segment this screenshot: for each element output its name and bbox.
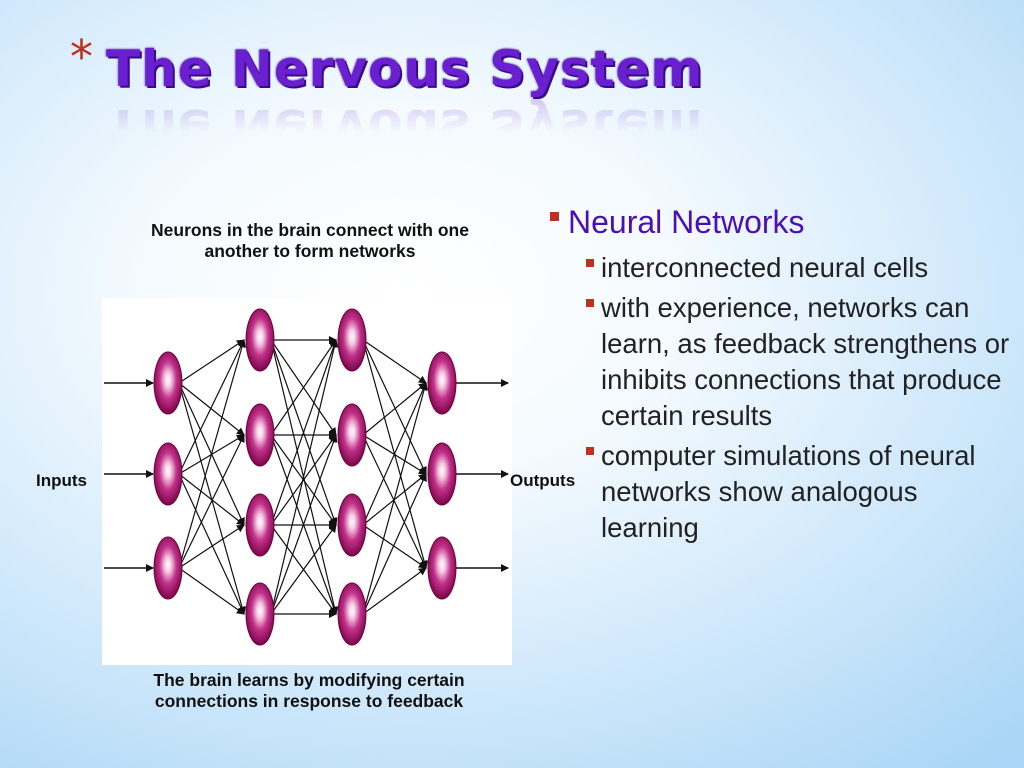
connection-arrow [362, 339, 427, 384]
neuron-node [337, 308, 367, 372]
connection-arrow [362, 434, 427, 569]
network-connections [104, 336, 509, 618]
square-bullet-icon [586, 259, 594, 267]
connection-arrow [362, 382, 429, 615]
square-bullet-icon [586, 447, 594, 455]
connection-arrow [178, 434, 245, 569]
inputs-label: Inputs [36, 471, 87, 490]
list-item: computer simulations of neural networks … [548, 438, 1018, 546]
inputs-arrow-icon [106, 472, 206, 488]
neuron-node [245, 308, 275, 372]
connection-arrow [270, 339, 337, 436]
connection-arrow [362, 524, 427, 569]
neuron-node [153, 536, 183, 600]
neuron-node [337, 403, 367, 467]
connection-arrow [270, 339, 338, 526]
neuron-node [153, 442, 183, 506]
network-neurons [153, 308, 457, 646]
connection-arrow [178, 473, 245, 615]
list-item-text: interconnected neural cells [601, 252, 929, 283]
figure-caption-bottom: The brain learns by modifying certain co… [153, 670, 465, 711]
connection-arrow [362, 567, 427, 615]
figure-caption-top: Neurons in the brain connect with one an… [151, 220, 469, 261]
neuron-node [245, 403, 275, 467]
neuron-node [427, 536, 457, 600]
connection-arrow [270, 524, 337, 615]
title-reflection: The Nervous System [106, 98, 704, 156]
connection-arrow [178, 339, 245, 384]
bullet-heading: Neural Networks [548, 202, 1018, 242]
neuron-node [427, 351, 457, 415]
connection-arrow [362, 382, 427, 526]
outputs-label: Outputs [510, 471, 576, 490]
neuron-node [245, 582, 275, 646]
connection-arrow [178, 567, 245, 615]
connection-arrow [270, 434, 338, 615]
list-item: interconnected neural cells [548, 250, 1018, 286]
connection-arrow [178, 473, 245, 526]
page-title: The Nervous System [106, 40, 704, 98]
connection-arrow [362, 382, 427, 436]
list-item-text: with experience, networks can learn, as … [601, 292, 1010, 431]
neuron-node [337, 582, 367, 646]
connection-arrow [362, 473, 427, 615]
title-star-icon: * [70, 30, 93, 84]
connection-arrow [362, 339, 427, 475]
neuron-node [153, 351, 183, 415]
neuron-node [337, 493, 367, 557]
connection-arrow [270, 434, 337, 526]
connection-arrow [270, 339, 339, 615]
connection-arrow [178, 524, 245, 569]
connection-arrow [178, 382, 245, 436]
connection-arrow [178, 339, 246, 569]
bullet-heading-text: Neural Networks [568, 204, 805, 240]
neuron-node [245, 493, 275, 557]
list-item-text: computer simulations of neural networks … [601, 440, 976, 543]
square-bullet-icon [586, 299, 594, 307]
neural-network-svg [104, 308, 509, 646]
bullet-list: Neural Networks interconnected neural ce… [548, 202, 1018, 550]
list-item: with experience, networks can learn, as … [548, 290, 1018, 434]
connection-arrow [178, 339, 245, 475]
square-bullet-icon [550, 212, 559, 221]
neuron-node [427, 442, 457, 506]
connection-arrow [178, 382, 246, 615]
neural-network-diagram [102, 298, 512, 665]
